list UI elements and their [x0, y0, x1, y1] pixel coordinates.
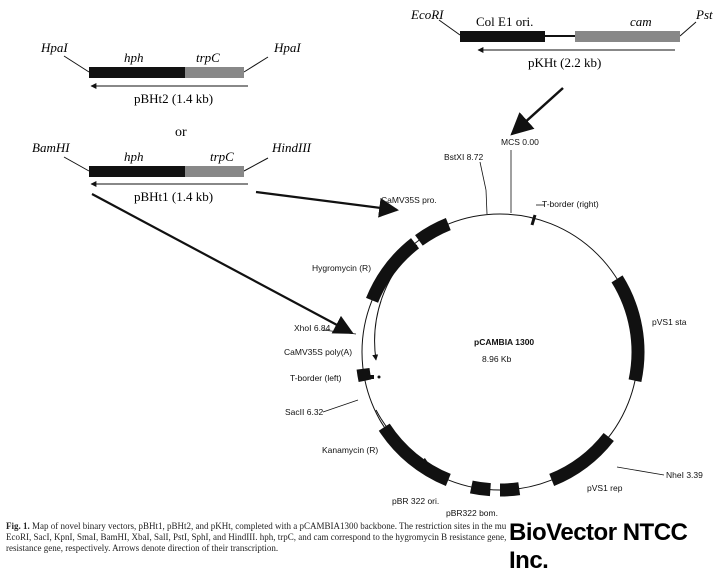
- cam-block: [575, 31, 680, 42]
- pbr-bom-label: pBR322 bom.: [446, 508, 498, 518]
- kanamycin-label: Kanamycin (R): [322, 445, 378, 455]
- gene-label: trpC: [210, 149, 234, 164]
- camv-promoter-label: CaMV35S pro.: [381, 195, 437, 205]
- pvs1-rep-arc: [549, 432, 614, 486]
- pvs1-rep-label: pVS1 rep: [587, 483, 623, 493]
- gene-label: Col E1 ori.: [476, 14, 533, 29]
- figure-caption: Fig. 1. Map of novel binary vectors, pBH…: [6, 521, 716, 554]
- t-border-right-label: T-border (right): [542, 199, 599, 209]
- site-label: Pst: [695, 7, 713, 22]
- camv-polya-arc: [356, 367, 372, 383]
- trpc-block: [185, 166, 244, 177]
- gene-label: hph: [124, 149, 144, 164]
- hygromycin-direction-arrow: [372, 244, 418, 361]
- plasmid-map: MCS 0.00 BstXI 8.72 CaMV35S pro. T-borde…: [284, 137, 703, 518]
- site-label: HpaI: [273, 40, 301, 55]
- t-border-left-label: T-border (left): [290, 373, 342, 383]
- plasmid-size: 8.96 Kb: [482, 354, 512, 364]
- nhei-label: NheI 3.39: [666, 470, 703, 480]
- trpc-block: [185, 67, 244, 78]
- fragment-label: pKHt (2.2 kb): [528, 55, 601, 70]
- kanamycin-direction-arrow: [375, 409, 429, 464]
- hph-block: [89, 67, 185, 78]
- insert-arrow-pbht1: [91, 193, 354, 334]
- site-label: BamHI: [32, 140, 70, 155]
- plasmid-name: pCAMBIA 1300: [474, 337, 534, 347]
- bstxi-label: BstXI 8.72: [444, 152, 483, 162]
- pbht1-fragment: BamHI HindIII hph trpC pBHt1 (1.4 kb): [32, 140, 312, 204]
- mcs-label: MCS 0.00: [501, 137, 539, 147]
- site-label: HindIII: [271, 140, 312, 155]
- pbr-ori-label: pBR 322 ori.: [392, 496, 439, 506]
- fragment-label: pBHt2 (1.4 kb): [134, 91, 213, 106]
- camv-promoter-arc: [415, 218, 451, 246]
- pbr-ori-arc: [469, 480, 491, 497]
- kanamycin-arc: [378, 423, 451, 486]
- gene-label: cam: [630, 14, 652, 29]
- caption-fig-number: Fig. 1.: [6, 521, 30, 531]
- colE1-block: [460, 31, 545, 42]
- site-label: HpaI: [40, 40, 68, 55]
- gene-arcs: [356, 218, 645, 497]
- fragment-label: pBHt1 (1.4 kb): [134, 189, 213, 204]
- or-label: or: [175, 125, 187, 140]
- pkht-fragment: EcoRI Pst Col E1 ori. cam pKHt (2.2 kb): [410, 7, 713, 70]
- camv-polya-label: CaMV35S poly(A): [284, 347, 352, 357]
- insert-arrow-pbht2: [255, 190, 399, 218]
- gene-label: hph: [124, 50, 144, 65]
- sacii-label: SacII 6.32: [285, 407, 324, 417]
- hygromycin-label: Hygromycin (R): [312, 263, 371, 273]
- pvs1-sta-arc: [611, 275, 645, 383]
- hygromycin-arc: [366, 238, 420, 303]
- gene-label: trpC: [196, 50, 220, 65]
- pvs1-sta-label: pVS1 sta: [652, 317, 687, 327]
- xhoi-label: XhoI 6.84: [294, 323, 331, 333]
- pbht2-fragment: HpaI HpaI hph trpC pBHt2 (1.4 kb): [40, 40, 301, 106]
- site-label: EcoRI: [410, 7, 444, 22]
- insert-arrow-pkht: [510, 87, 564, 136]
- t-border-right-mark: [530, 214, 537, 226]
- caption-text: Map of novel binary vectors, pBHt1, pBHt…: [6, 521, 714, 553]
- pbr-bom-arc: [499, 482, 521, 497]
- brand-watermark: BioVector NTCC Inc.: [506, 519, 725, 575]
- hph-block: [89, 166, 185, 177]
